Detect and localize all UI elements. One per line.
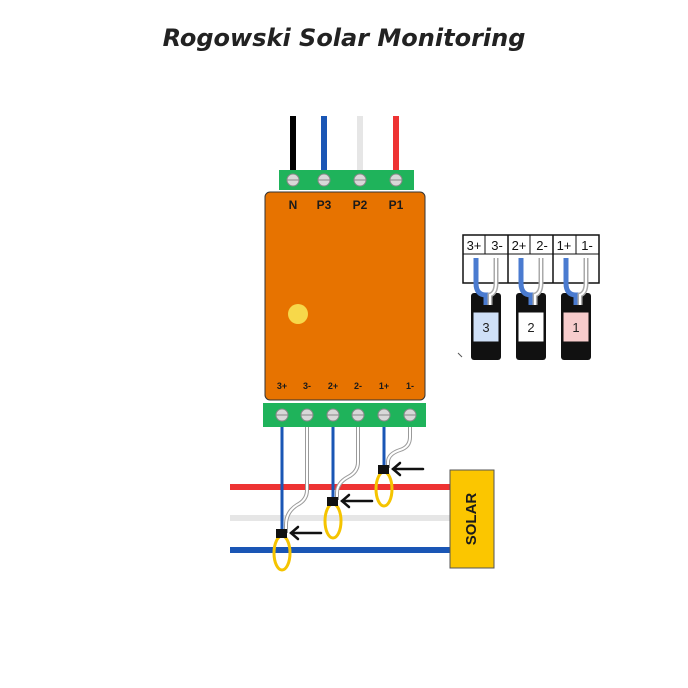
arrow-left-icon xyxy=(391,461,425,477)
screw-terminal-icon xyxy=(403,408,417,422)
screw-terminal-icon xyxy=(300,408,314,422)
screw-terminal-icon xyxy=(317,173,331,187)
top-terminal-block xyxy=(279,170,414,190)
sensor-2-detail: 2 xyxy=(516,258,546,360)
connector-header xyxy=(462,234,600,284)
connector-pin-label: 1- xyxy=(581,238,593,253)
bottom-terminal-label: 3+ xyxy=(277,381,287,391)
connector-detail: 3+ 3- 2+ 2- 1+ 1- 3 2 xyxy=(457,234,600,360)
solar-label: SOLAR xyxy=(463,493,480,546)
screw-terminal-icon xyxy=(326,408,340,422)
sensor-1-detail: 1 xyxy=(561,258,591,360)
screw-terminal-icon xyxy=(353,173,367,187)
sensor-2-label: 2 xyxy=(527,320,534,335)
screw-terminal-icon xyxy=(389,173,403,187)
arrow-left-icon xyxy=(340,493,374,509)
bottom-screws xyxy=(275,408,417,422)
top-terminal-label: P3 xyxy=(317,198,332,212)
solar-panel-box xyxy=(449,469,495,569)
coil-clamp-2 xyxy=(327,497,338,506)
top-terminal-label: N xyxy=(289,198,298,212)
bottom-terminal-label: 3- xyxy=(303,381,311,391)
sensor-leads xyxy=(280,427,412,533)
screw-terminal-icon xyxy=(351,408,365,422)
sensor-3-label: 3 xyxy=(482,320,489,335)
top-terminal-label: P2 xyxy=(353,198,368,212)
bottom-terminal-label: 1- xyxy=(406,381,414,391)
screw-terminal-icon xyxy=(286,173,300,187)
coil-clamp-3 xyxy=(276,529,287,538)
top-screws xyxy=(286,173,403,187)
connector-pin-label: 2- xyxy=(536,238,548,253)
connector-pin-label: 3+ xyxy=(467,238,482,253)
screw-terminal-icon xyxy=(275,408,289,422)
sensor-1-label: 1 xyxy=(572,320,579,335)
connector-pin-label: 3- xyxy=(491,238,503,253)
bottom-terminal-block xyxy=(263,403,426,427)
page-title: Rogowski Solar Monitoring xyxy=(163,24,526,52)
arrow-left-icon xyxy=(289,525,323,541)
bottom-terminal-label: 1+ xyxy=(379,381,389,391)
bottom-terminal-label: 2+ xyxy=(328,381,338,391)
top-terminal-label: P1 xyxy=(389,198,404,212)
monitoring-module xyxy=(264,191,426,401)
stray-mark xyxy=(457,352,463,358)
screw-terminal-icon xyxy=(377,408,391,422)
connector-pin-label: 1+ xyxy=(557,238,572,253)
coil-clamp-1 xyxy=(378,465,389,474)
connector-pin-label: 2+ xyxy=(512,238,527,253)
status-led xyxy=(288,304,308,324)
bottom-terminal-label: 2- xyxy=(354,381,362,391)
input-wires xyxy=(290,116,399,178)
sensor-3-detail: 3 xyxy=(471,258,501,360)
